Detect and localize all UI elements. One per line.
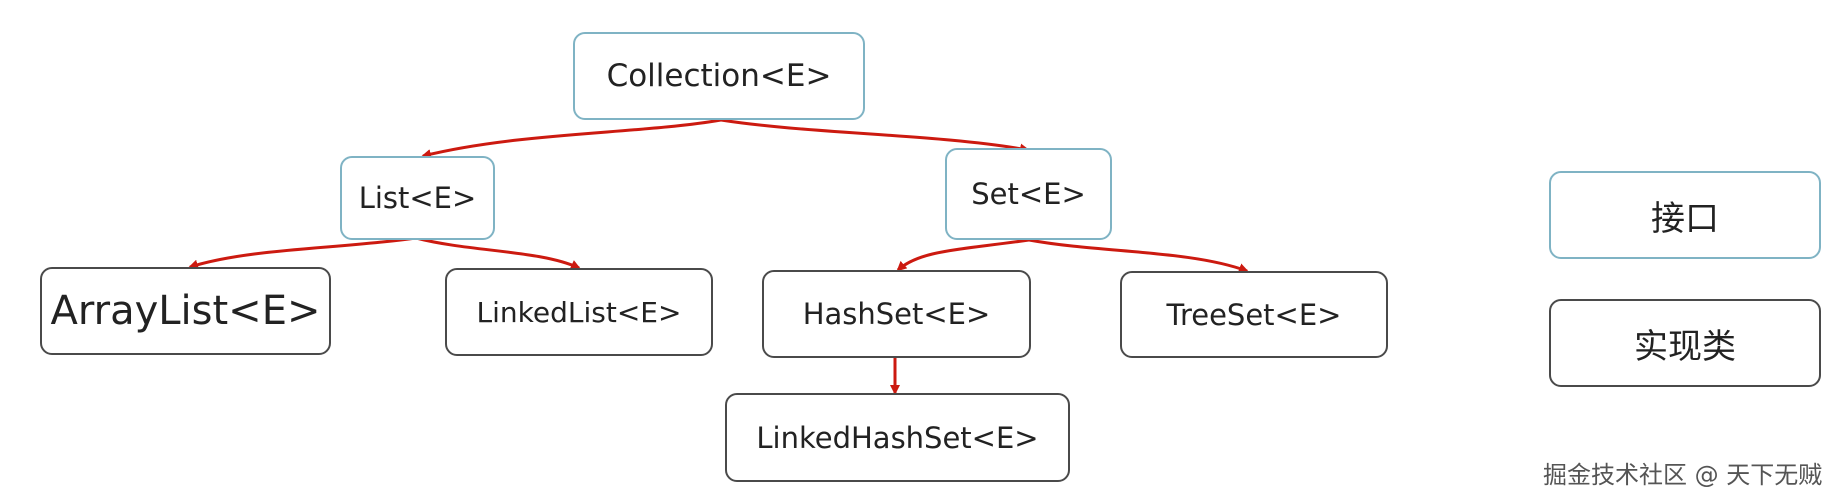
linkedlist-class-node: LinkedList<E> [445, 268, 713, 356]
legend-implementation-label: 实现类 [1634, 326, 1736, 367]
linkedhashset-class-node: LinkedHashSet<E> [725, 393, 1070, 482]
treeset-class-node: TreeSet<E> [1120, 271, 1388, 358]
set-node-label: Set<E> [971, 177, 1086, 211]
arraylist-class-node: ArrayList<E> [40, 267, 331, 355]
edge-set-treeset [1028, 238, 1249, 273]
edge-collection-set [720, 118, 1030, 154]
set-interface-node: Set<E> [945, 148, 1112, 240]
linkedhashset-node-label: LinkedHashSet<E> [756, 420, 1039, 455]
list-node-label: List<E> [358, 181, 477, 215]
edge-collection-list [421, 118, 722, 159]
watermark: 掘金技术社区 @ 天下无贼 [1543, 461, 1823, 489]
list-interface-node: List<E> [340, 156, 495, 240]
linkedlist-node-label: LinkedList<E> [476, 295, 682, 329]
edge-list-linkedlist [415, 236, 581, 270]
hashset-class-node: HashSet<E> [762, 270, 1031, 358]
arraylist-node-label: ArrayList<E> [50, 288, 321, 334]
legend-interface-label: 接口 [1651, 198, 1719, 239]
legend-interface-box: 接口 [1549, 171, 1821, 259]
collection-node-label: Collection<E> [606, 58, 832, 94]
edge-set-hashset [896, 238, 1030, 272]
legend-implementation-box: 实现类 [1549, 299, 1821, 387]
edge-list-arraylist [188, 236, 417, 270]
collection-interface-node: Collection<E> [573, 32, 865, 120]
treeset-node-label: TreeSet<E> [1166, 297, 1342, 332]
hashset-node-label: HashSet<E> [802, 297, 991, 331]
